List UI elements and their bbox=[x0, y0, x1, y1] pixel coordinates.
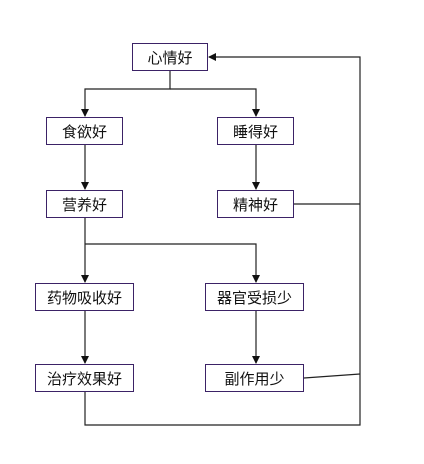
edge-nutrition-organ bbox=[85, 243, 260, 283]
edge-mood-appetite bbox=[81, 71, 171, 117]
node-good-treatment: 治疗效果好 bbox=[35, 364, 134, 392]
node-label: 治疗效果好 bbox=[46, 369, 122, 388]
node-label: 药物吸收好 bbox=[46, 288, 122, 307]
node-label: 营养好 bbox=[61, 195, 107, 214]
node-good-sleep: 睡得好 bbox=[217, 117, 294, 145]
edge-treatment-mood bbox=[84, 53, 361, 426]
node-fewer-side-effects: 副作用少 bbox=[205, 364, 304, 392]
edge-side-mood bbox=[303, 373, 361, 379]
node-label: 精神好 bbox=[232, 195, 278, 214]
edge-mood-sleep bbox=[170, 88, 260, 117]
node-label: 器官受损少 bbox=[216, 288, 292, 307]
node-good-mood: 心情好 bbox=[132, 43, 208, 71]
node-good-nutrition: 营养好 bbox=[46, 190, 123, 218]
node-good-spirit: 精神好 bbox=[217, 190, 294, 218]
node-label: 睡得好 bbox=[232, 122, 278, 141]
node-label: 副作用少 bbox=[224, 369, 285, 388]
node-good-absorption: 药物吸收好 bbox=[35, 283, 134, 311]
node-less-organ-damage: 器官受损少 bbox=[205, 283, 304, 311]
node-good-appetite: 食欲好 bbox=[46, 117, 123, 145]
node-label: 食欲好 bbox=[61, 122, 107, 141]
node-label: 心情好 bbox=[147, 48, 193, 67]
